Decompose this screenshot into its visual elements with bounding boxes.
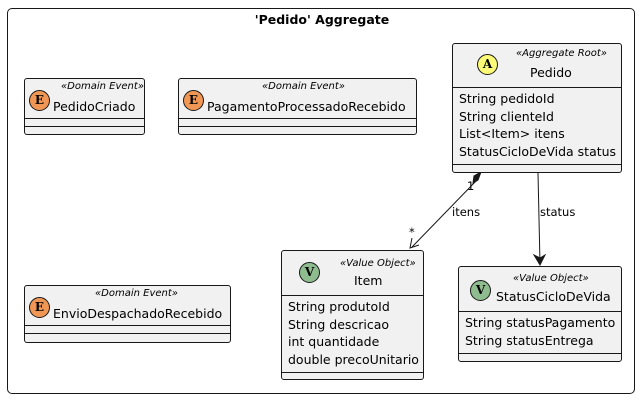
attribute: String produtoId xyxy=(288,299,390,314)
class-divider xyxy=(282,372,423,373)
attribute: double precoUnitario xyxy=(288,351,419,367)
class-stereotype: «Domain Event» xyxy=(262,81,345,92)
class-stereotype: «Aggregate Root» xyxy=(516,48,607,59)
itens-arrowhead xyxy=(409,237,420,249)
class-name: Pedido xyxy=(530,65,572,80)
aggregate-title: 'Pedido' Aggregate xyxy=(254,12,390,27)
class-stereotype: «Domain Event» xyxy=(61,81,144,92)
class-divider xyxy=(459,311,621,312)
class-pagamento-processado-recebido[interactable]: E «Domain Event» PagamentoProcessadoRece… xyxy=(178,78,417,135)
attribute: String statusPagamento xyxy=(465,315,616,330)
class-divider xyxy=(179,126,416,127)
itens-relation-label: itens xyxy=(452,205,481,219)
attribute: String descricao xyxy=(288,316,390,332)
attribute: String clienteId xyxy=(459,108,554,124)
class-status-ciclo-de-vida[interactable]: V «Value Object» StatusCicloDeVida Strin… xyxy=(458,266,622,362)
status-association-line xyxy=(537,172,541,265)
attribute: int quantidade xyxy=(288,334,380,349)
class-name: StatusCicloDeVida xyxy=(496,289,611,304)
attribute: String statusEntrega xyxy=(465,332,594,348)
class-name: Item xyxy=(354,273,383,288)
itens-target-multiplicity: * xyxy=(409,225,415,239)
aggregate-frame: 'Pedido' Aggregate xyxy=(7,8,635,394)
composition-diamond xyxy=(472,170,482,184)
class-envio-despachado-recebido[interactable]: E «Domain Event» EnvioDespachadoRecebido xyxy=(24,285,231,343)
domain-event-badge-icon: E xyxy=(29,297,50,318)
class-stereotype: «Domain Event» xyxy=(95,288,178,299)
aggregate-root-badge-icon: A xyxy=(477,54,498,75)
status-arrowhead xyxy=(532,253,547,267)
class-divider xyxy=(453,87,621,88)
class-pedido[interactable]: A «Aggregate Root» Pedido String pedidoI… xyxy=(452,43,622,173)
class-divider xyxy=(25,333,230,334)
status-relation-label: status xyxy=(540,205,576,219)
class-divider xyxy=(179,118,416,119)
itens-association-line xyxy=(411,179,478,248)
class-item[interactable]: V «Value Object» Item String produtoId S… xyxy=(281,250,424,380)
attribute-list: String pedidoId String clienteId List<It… xyxy=(459,90,616,160)
class-name: PagamentoProcessadoRecebido xyxy=(207,99,406,114)
domain-event-badge-icon: E xyxy=(183,90,204,111)
class-divider xyxy=(459,353,621,354)
attribute: StatusCicloDeVida status xyxy=(459,143,617,159)
attribute-list: String produtoId String descricao int qu… xyxy=(288,298,419,368)
attribute: List<Item> itens xyxy=(459,126,565,141)
value-object-badge-icon: V xyxy=(299,262,320,283)
itens-source-multiplicity: 1 xyxy=(467,179,475,193)
class-divider xyxy=(453,164,621,165)
class-name: EnvioDespachadoRecebido xyxy=(53,306,223,321)
class-stereotype: «Value Object» xyxy=(513,273,589,284)
class-divider xyxy=(25,325,230,326)
domain-event-badge-icon: E xyxy=(29,90,50,111)
class-pedido-criado[interactable]: E «Domain Event» PedidoCriado xyxy=(24,78,145,135)
class-stereotype: «Value Object» xyxy=(340,258,416,269)
class-name: PedidoCriado xyxy=(53,99,136,114)
class-divider xyxy=(25,118,144,119)
attribute: String pedidoId xyxy=(459,91,555,106)
value-object-badge-icon: V xyxy=(470,280,491,301)
attribute-list: String statusPagamento String statusEntr… xyxy=(465,314,615,349)
class-divider xyxy=(25,126,144,127)
class-divider xyxy=(282,295,423,296)
